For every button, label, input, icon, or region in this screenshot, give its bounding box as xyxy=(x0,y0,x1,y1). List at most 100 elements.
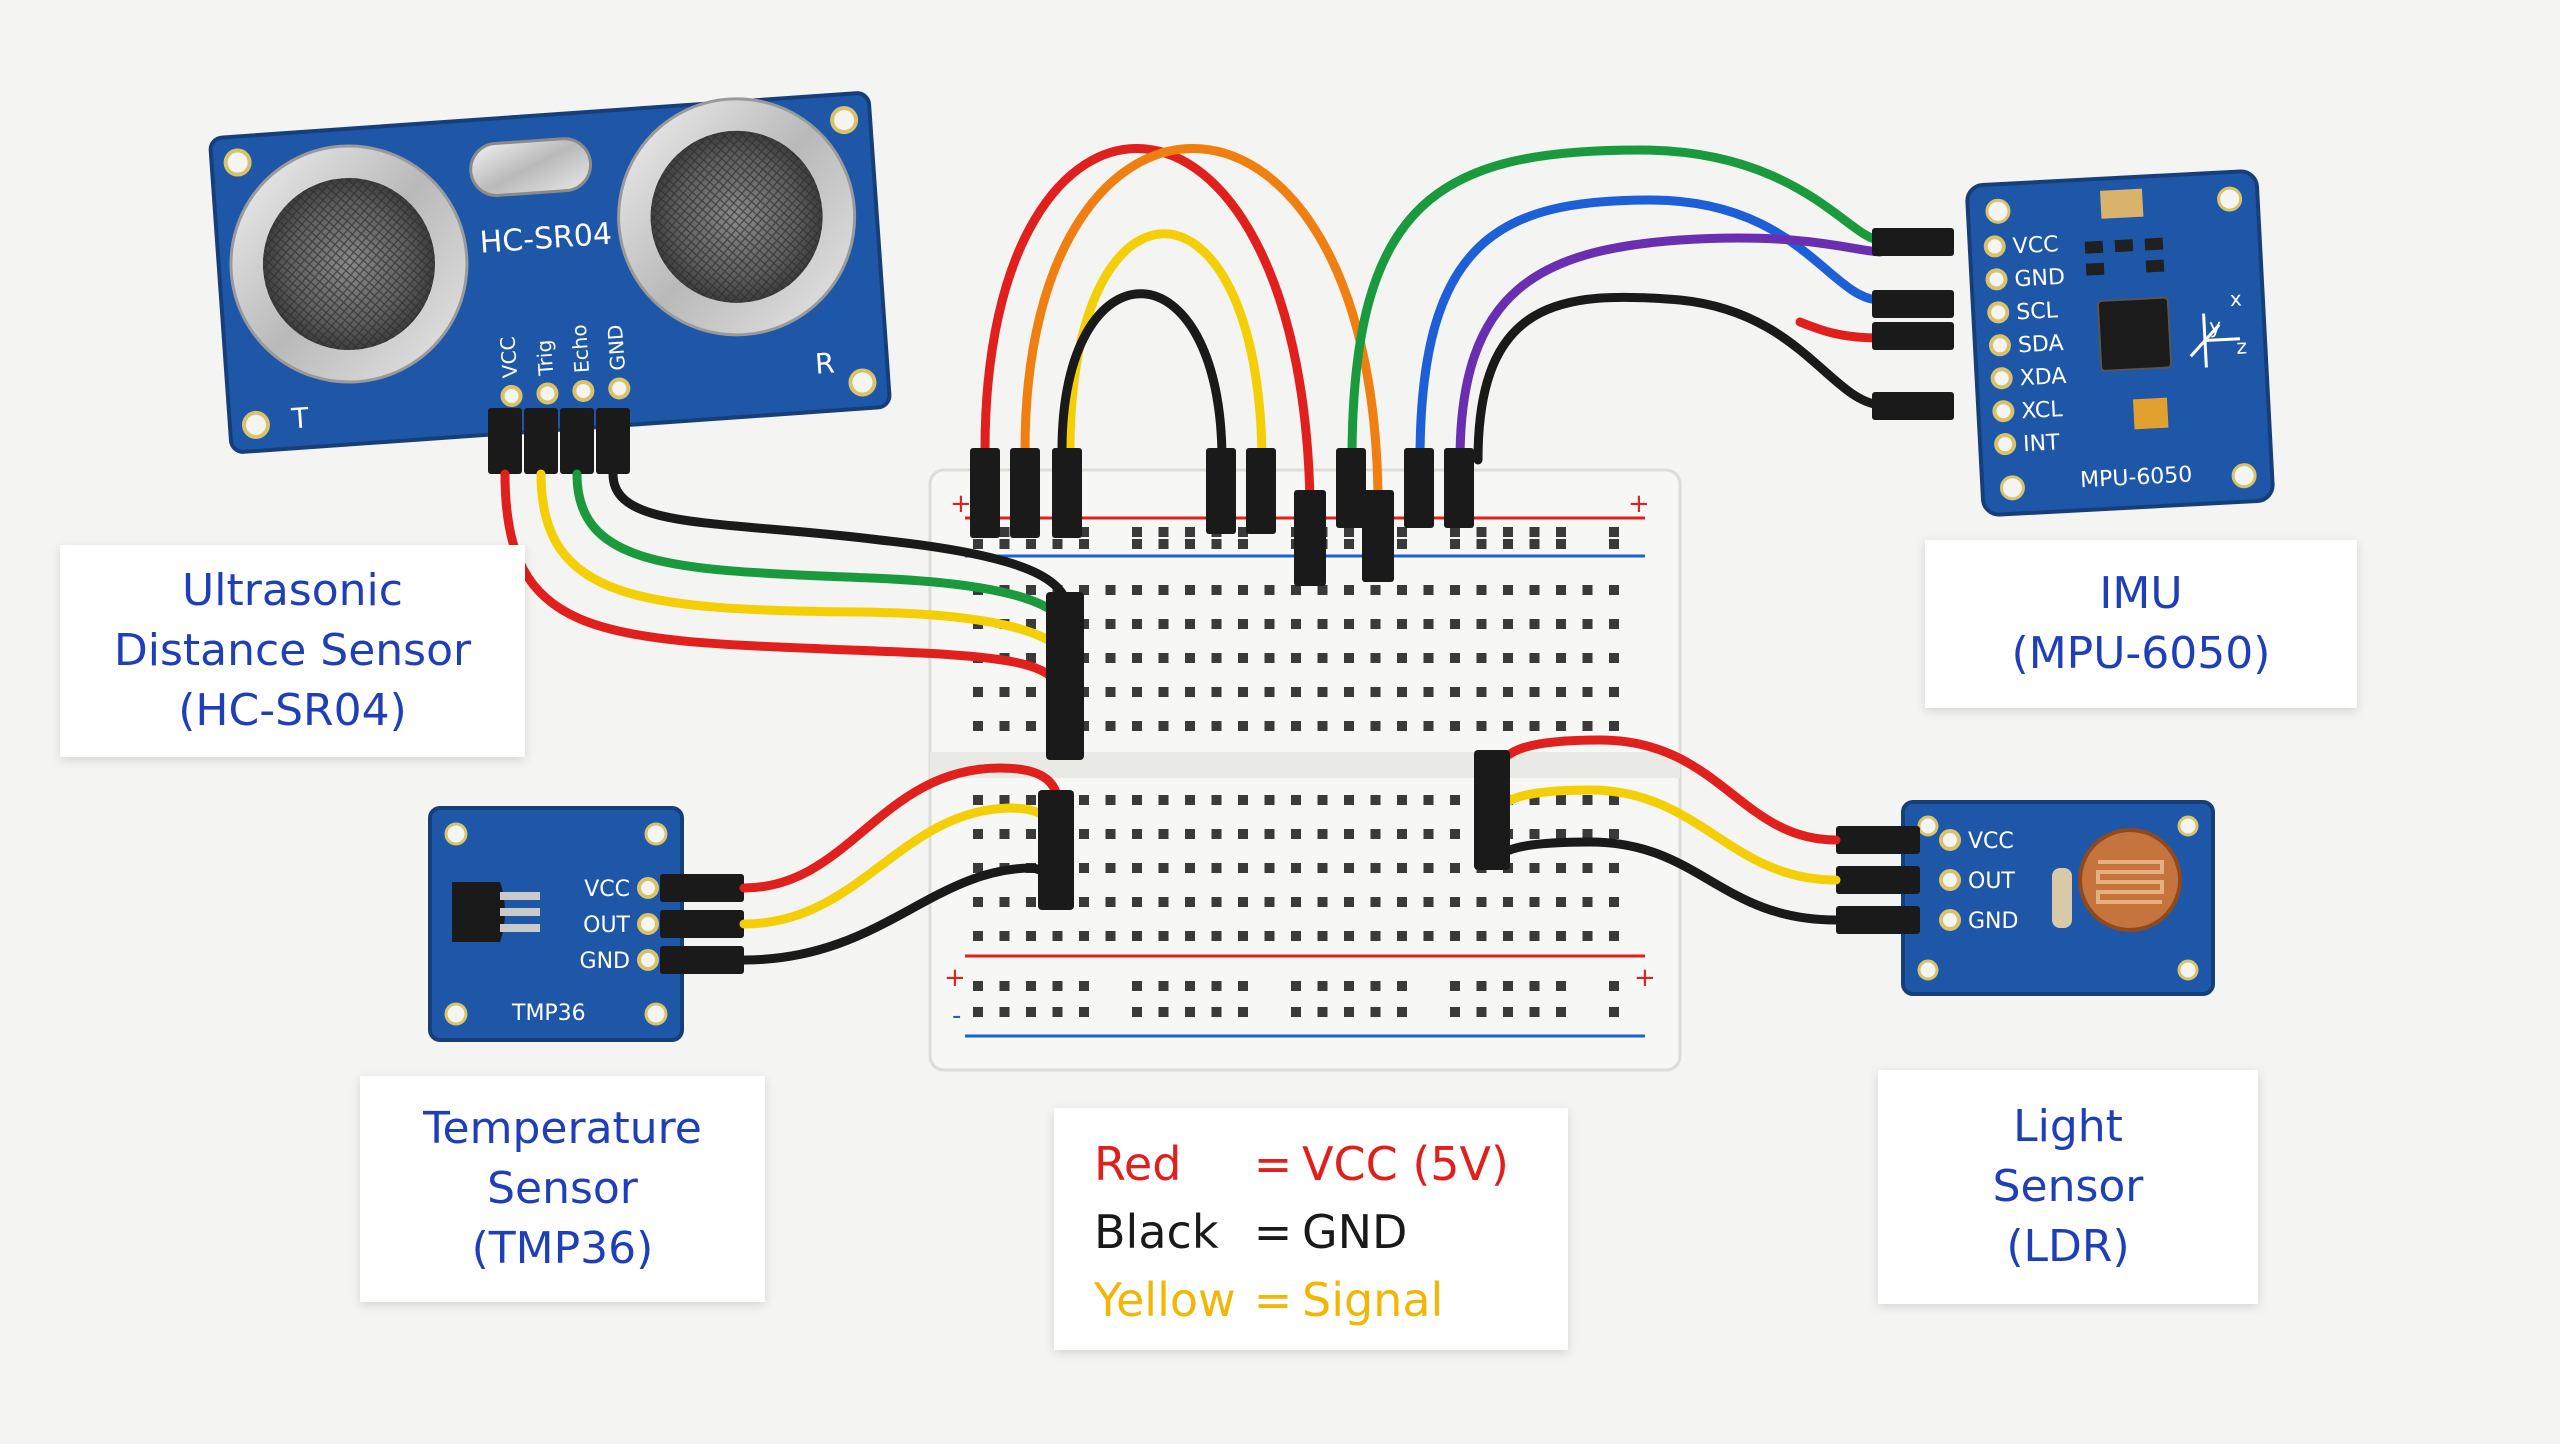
breadboard-hole xyxy=(1317,619,1328,629)
breadboard-hole xyxy=(1529,539,1540,549)
breadboard-hole xyxy=(1079,931,1089,941)
breadboard-hole xyxy=(1503,1007,1513,1017)
tmp36-lead xyxy=(500,924,540,932)
tmp36-header-pin xyxy=(660,946,744,974)
breadboard-hole xyxy=(1582,863,1593,873)
breadboard-hole xyxy=(1609,653,1619,663)
breadboard-hole xyxy=(1582,795,1593,805)
wire-mpu-red xyxy=(1795,317,1885,343)
hcsr04-pin-label: Trig xyxy=(532,339,559,377)
breadboard-hole xyxy=(1476,931,1487,941)
hcsr04-pin-pad xyxy=(572,379,595,402)
breadboard-hole xyxy=(1450,539,1460,549)
breadboard-hole xyxy=(1582,653,1593,663)
mpu6050-axis-arrows-icon xyxy=(2189,313,2241,368)
breadboard-hole xyxy=(973,863,983,873)
ldr-header xyxy=(1836,826,1920,934)
mpu6050-model-label: MPU-6050 xyxy=(2080,462,2193,493)
breadboard-hole xyxy=(1503,527,1513,537)
label-ultrasonic-line: Ultrasonic xyxy=(182,565,403,616)
breadboard-hole xyxy=(1264,829,1275,839)
breadboard-hole xyxy=(1264,931,1275,941)
ldr-pin-label: OUT xyxy=(1968,869,2015,894)
breadboard-hole xyxy=(1529,981,1540,991)
breadboard-hole xyxy=(1476,1007,1487,1017)
breadboard-hole xyxy=(1503,897,1513,907)
breadboard-hole xyxy=(1344,1007,1354,1017)
breadboard-hole xyxy=(1476,539,1487,549)
breadboard-hole xyxy=(1158,527,1169,537)
connector xyxy=(1362,490,1394,582)
breadboard-hole xyxy=(1291,981,1301,991)
tmp36-lead xyxy=(500,892,540,900)
breadboard-hole xyxy=(1450,585,1460,595)
ldr-pin-label: VCC xyxy=(1968,829,2014,854)
breadboard-hole xyxy=(1291,829,1301,839)
wire-mpu-blue xyxy=(1415,195,1885,465)
breadboard-hole xyxy=(1211,863,1222,873)
breadboard-hole xyxy=(1503,721,1513,731)
breadboard-hole xyxy=(1317,687,1328,697)
connector xyxy=(1052,448,1082,538)
breadboard-hole xyxy=(1052,981,1063,991)
wire-arch-orange xyxy=(1020,143,1383,505)
breadboard-hole xyxy=(1238,585,1248,595)
hcsr04-header-pin xyxy=(596,408,630,474)
label-temperature-line: Sensor xyxy=(487,1163,638,1214)
tmp36-mount-hole xyxy=(444,1002,468,1026)
hcsr04-mark-t: T xyxy=(289,401,310,435)
wire-tmp36-vcc xyxy=(739,763,1063,893)
breadboard-hole xyxy=(1556,1007,1566,1017)
mpu6050-component xyxy=(2114,239,2134,253)
wire-ldr-out xyxy=(1489,785,1841,885)
breadboard-hole xyxy=(999,897,1010,907)
breadboard-hole xyxy=(1609,687,1619,697)
breadboard-hole xyxy=(1211,687,1222,697)
ldr-header-pin xyxy=(1836,866,1920,894)
legend-meaning: Signal xyxy=(1302,1273,1444,1327)
breadboard-hole xyxy=(1079,585,1089,595)
breadboard-hole xyxy=(1158,795,1169,805)
breadboard-hole xyxy=(973,795,983,805)
breadboard-hole xyxy=(1317,795,1328,805)
mpu6050-chip xyxy=(2096,296,2173,372)
breadboard-hole xyxy=(1556,981,1566,991)
breadboard-hole xyxy=(1344,897,1354,907)
breadboard-hole xyxy=(1105,619,1116,629)
connector xyxy=(1010,448,1040,538)
hcsr04-header xyxy=(488,408,630,474)
breadboard-hole xyxy=(1529,721,1540,731)
breadboard-hole xyxy=(1026,897,1036,907)
label-light-line: (LDR) xyxy=(2006,1221,2130,1272)
label-light: Light Sensor (LDR) xyxy=(1878,1070,2258,1304)
hcsr04-mark-r: R xyxy=(814,346,836,380)
connector xyxy=(1206,448,1236,534)
legend-color-name: Yellow xyxy=(1094,1273,1236,1327)
breadboard-hole xyxy=(1609,795,1619,805)
hcsr04-header-pin xyxy=(524,408,558,474)
mpu6050-mount-hole xyxy=(2231,463,2257,489)
label-light-line: Light xyxy=(2013,1101,2123,1152)
hcsr04-pin-pad xyxy=(500,384,523,407)
tmp36-pin-label: GND xyxy=(580,949,630,974)
rail-top-plus-left: + xyxy=(950,489,972,519)
breadboard-hole xyxy=(1582,687,1593,697)
hcsr04-pin-label: VCC xyxy=(495,336,522,379)
breadboard-hole xyxy=(1503,931,1513,941)
breadboard-hole xyxy=(1185,687,1195,697)
wire-connectors xyxy=(970,228,1954,910)
breadboard-hole xyxy=(1158,585,1169,595)
breadboard-hole xyxy=(1317,585,1328,595)
breadboard-hole xyxy=(1609,931,1619,941)
hcsr04-crystal xyxy=(469,137,593,197)
label-temperature: Temperature Sensor (TMP36) xyxy=(360,1076,765,1302)
breadboard-hole xyxy=(1185,897,1195,907)
breadboard-hole xyxy=(1264,653,1275,663)
breadboard-hole xyxy=(1185,1007,1195,1017)
breadboard-hole xyxy=(1105,653,1116,663)
breadboard-hole xyxy=(1609,619,1619,629)
breadboard-hole xyxy=(1397,981,1407,991)
breadboard-hole xyxy=(1529,527,1540,537)
